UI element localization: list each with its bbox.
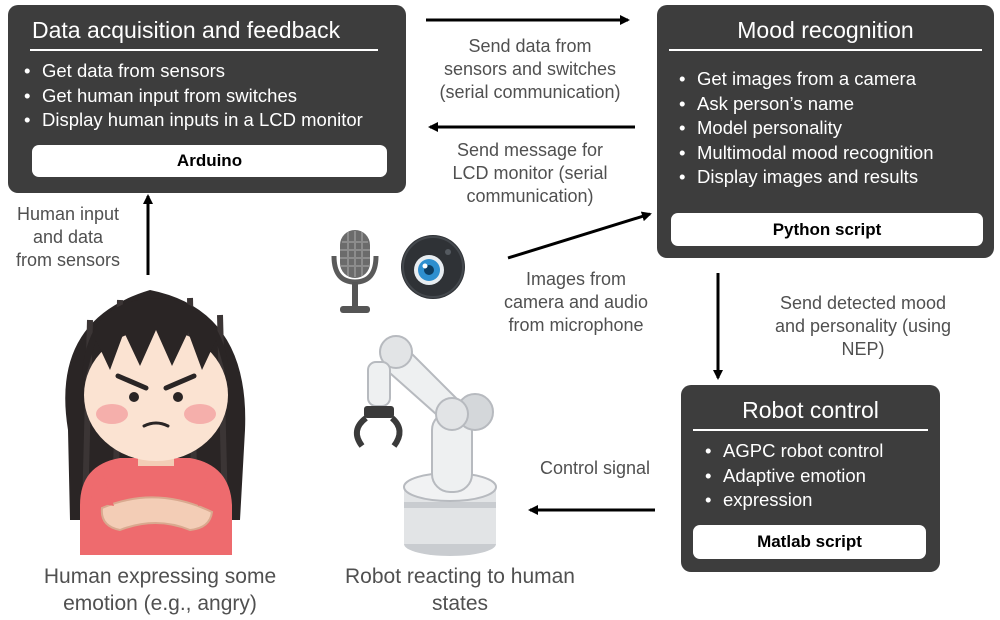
list-item: Model personality	[677, 116, 934, 141]
angry-girl-illustration	[65, 290, 246, 555]
robot-arm-illustration	[353, 335, 497, 556]
control-signal-label: Control signal	[539, 458, 651, 478]
data-acquisition-title: Data acquisition and feedback	[32, 17, 341, 43]
robot-control-list: AGPC robot control Adaptive emotion expr…	[703, 439, 883, 513]
robot-control-title: Robot control	[742, 397, 879, 423]
python-script-label: Python script	[671, 213, 983, 246]
arrow-camera-to-mood	[507, 211, 652, 260]
mood-recognition-box: Mood recognition Get images from a camer…	[657, 5, 994, 258]
arduino-label: Arduino	[32, 145, 387, 177]
list-item: Display human inputs in a LCD monitor	[22, 108, 363, 133]
list-item: Get images from a camera	[677, 67, 934, 92]
matlab-script-label: Matlab script	[693, 525, 926, 559]
list-item: AGPC robot control	[703, 439, 883, 464]
title-underline	[30, 49, 378, 51]
robot-control-box: Robot control AGPC robot control Adaptiv…	[681, 385, 940, 572]
title-underline	[669, 49, 982, 51]
list-item: Display images and results	[677, 165, 934, 190]
list-item: Adaptive emotion	[703, 464, 883, 489]
microphone-icon	[331, 230, 379, 313]
data-acquisition-box: Data acquisition and feedback Get data f…	[8, 5, 406, 193]
list-item: Get data from sensors	[22, 59, 363, 84]
title-underline	[693, 429, 928, 431]
mood-recognition-list: Get images from a camera Ask person’s na…	[677, 67, 934, 190]
list-item: Get human input from switches	[22, 84, 363, 109]
list-item: expression	[703, 488, 883, 513]
list-item: Ask person’s name	[677, 92, 934, 117]
list-item: Multimodal mood recognition	[677, 141, 934, 166]
mood-recognition-title: Mood recognition	[737, 17, 914, 43]
webcam-icon	[401, 235, 465, 299]
data-acquisition-list: Get data from sensors Get human input fr…	[22, 59, 363, 133]
